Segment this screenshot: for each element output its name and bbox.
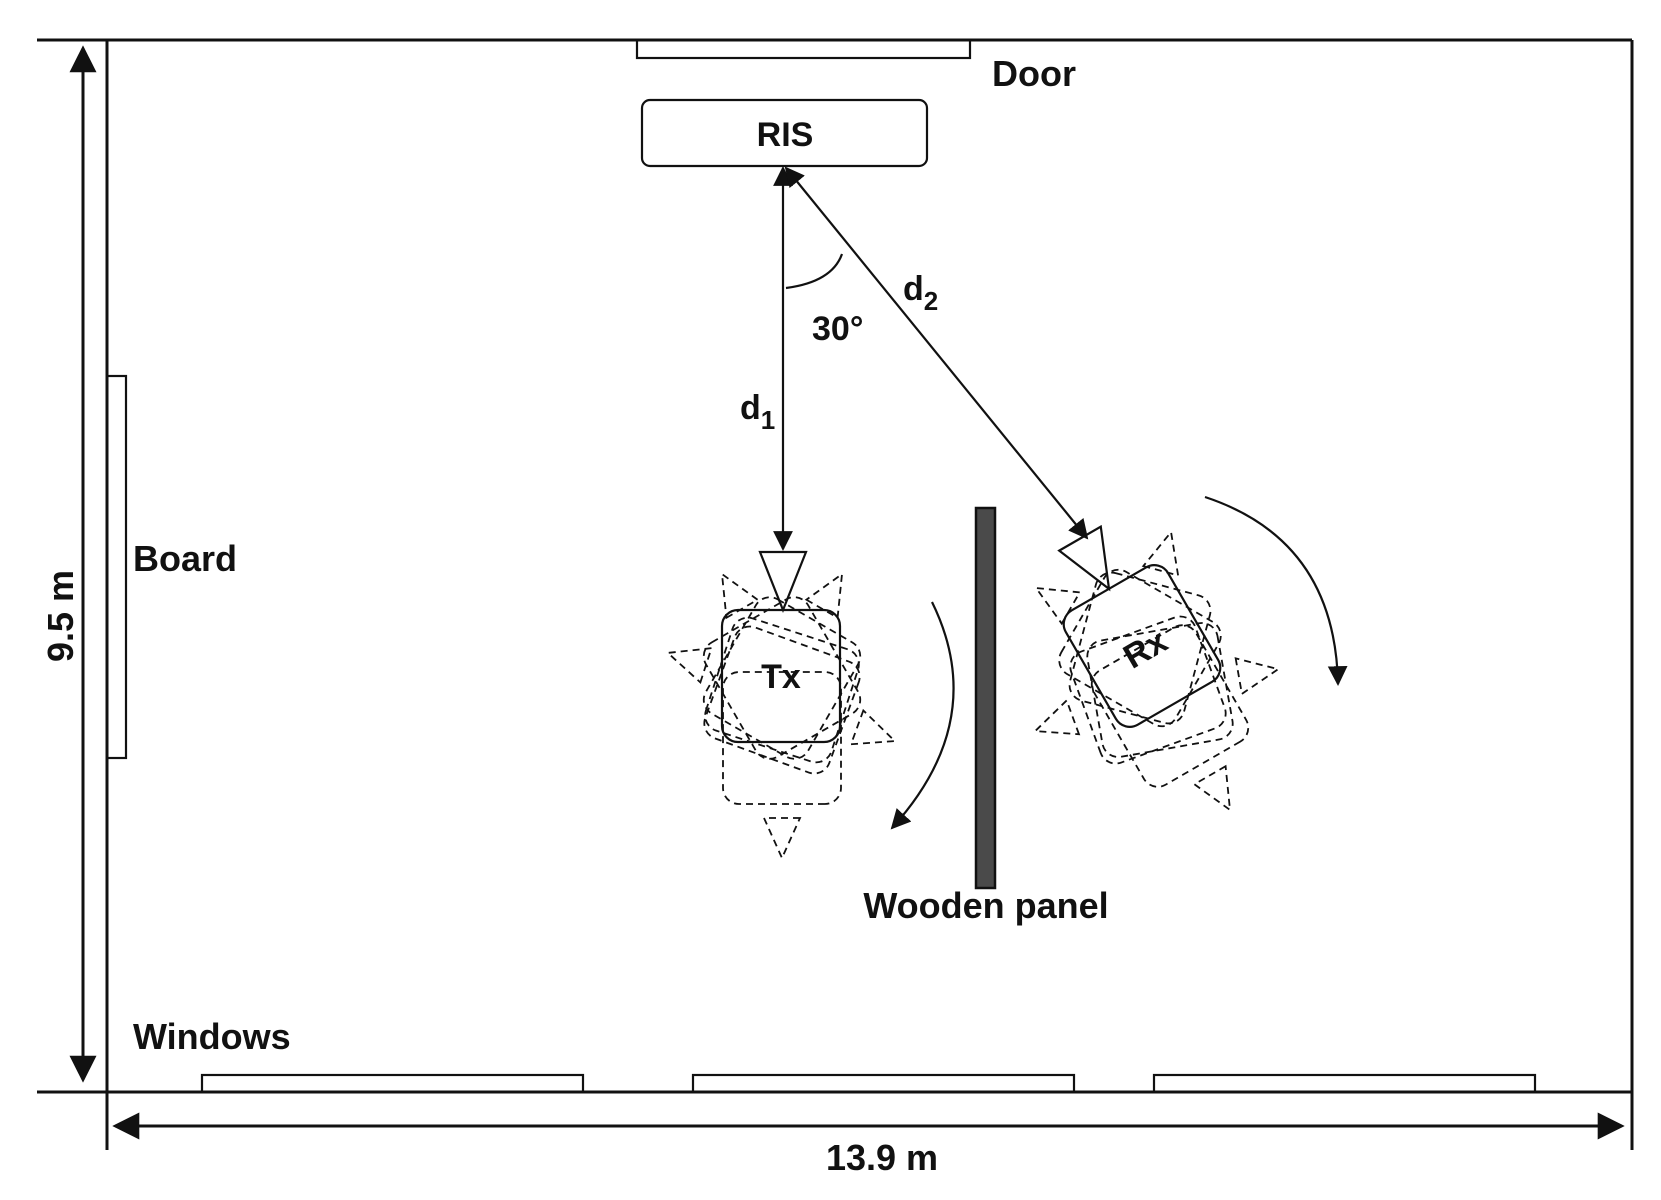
board-label: Board <box>133 538 237 579</box>
tx-rotation-arrow <box>890 601 955 830</box>
angle-arc <box>785 253 844 290</box>
tx-box <box>720 608 842 744</box>
angle-label: 30° <box>812 310 863 348</box>
d2-arrow <box>784 166 1089 540</box>
rx-ghost-1 <box>1034 568 1222 728</box>
door-rect <box>635 38 972 60</box>
tx-ghost-4 <box>703 625 897 775</box>
rx-ghost-2 <box>1068 529 1212 725</box>
ris-label: RIS <box>757 116 814 154</box>
tx-antenna <box>758 550 808 613</box>
tx-ghost-1 <box>702 572 862 760</box>
d2-label: d2 <box>903 270 938 316</box>
d1-label: d1 <box>740 389 775 435</box>
tx-ghost-2 <box>702 572 862 760</box>
door-label: Door <box>992 53 1076 94</box>
rx-ghost-4 <box>1086 622 1281 758</box>
tx-ghost-3 <box>665 616 860 764</box>
rx-device-group: Rx <box>1033 495 1348 812</box>
rx-rotation-arrow <box>1204 495 1348 686</box>
height-label: 9.5 m <box>40 570 81 662</box>
window-1 <box>200 1073 585 1094</box>
ris-box <box>640 98 929 168</box>
tx-ghost-5 <box>722 671 842 861</box>
room-walls <box>37 38 1634 1150</box>
tx-label: Tx <box>761 658 801 696</box>
wooden-panel <box>974 506 997 890</box>
rx-ghost-5 <box>1090 624 1250 812</box>
width-label: 13.9 m <box>826 1137 938 1178</box>
rx-solid <box>1057 524 1222 728</box>
windows-label: Windows <box>133 1016 291 1057</box>
window-3 <box>1152 1073 1537 1094</box>
tx-device-group: Tx <box>665 550 955 861</box>
rx-box <box>1062 564 1222 728</box>
board-rect <box>105 374 128 760</box>
rx-ghost-3 <box>1033 615 1227 765</box>
rx-antenna <box>1057 524 1111 592</box>
window-2 <box>691 1073 1076 1094</box>
wooden-panel-label: Wooden panel <box>863 885 1108 926</box>
